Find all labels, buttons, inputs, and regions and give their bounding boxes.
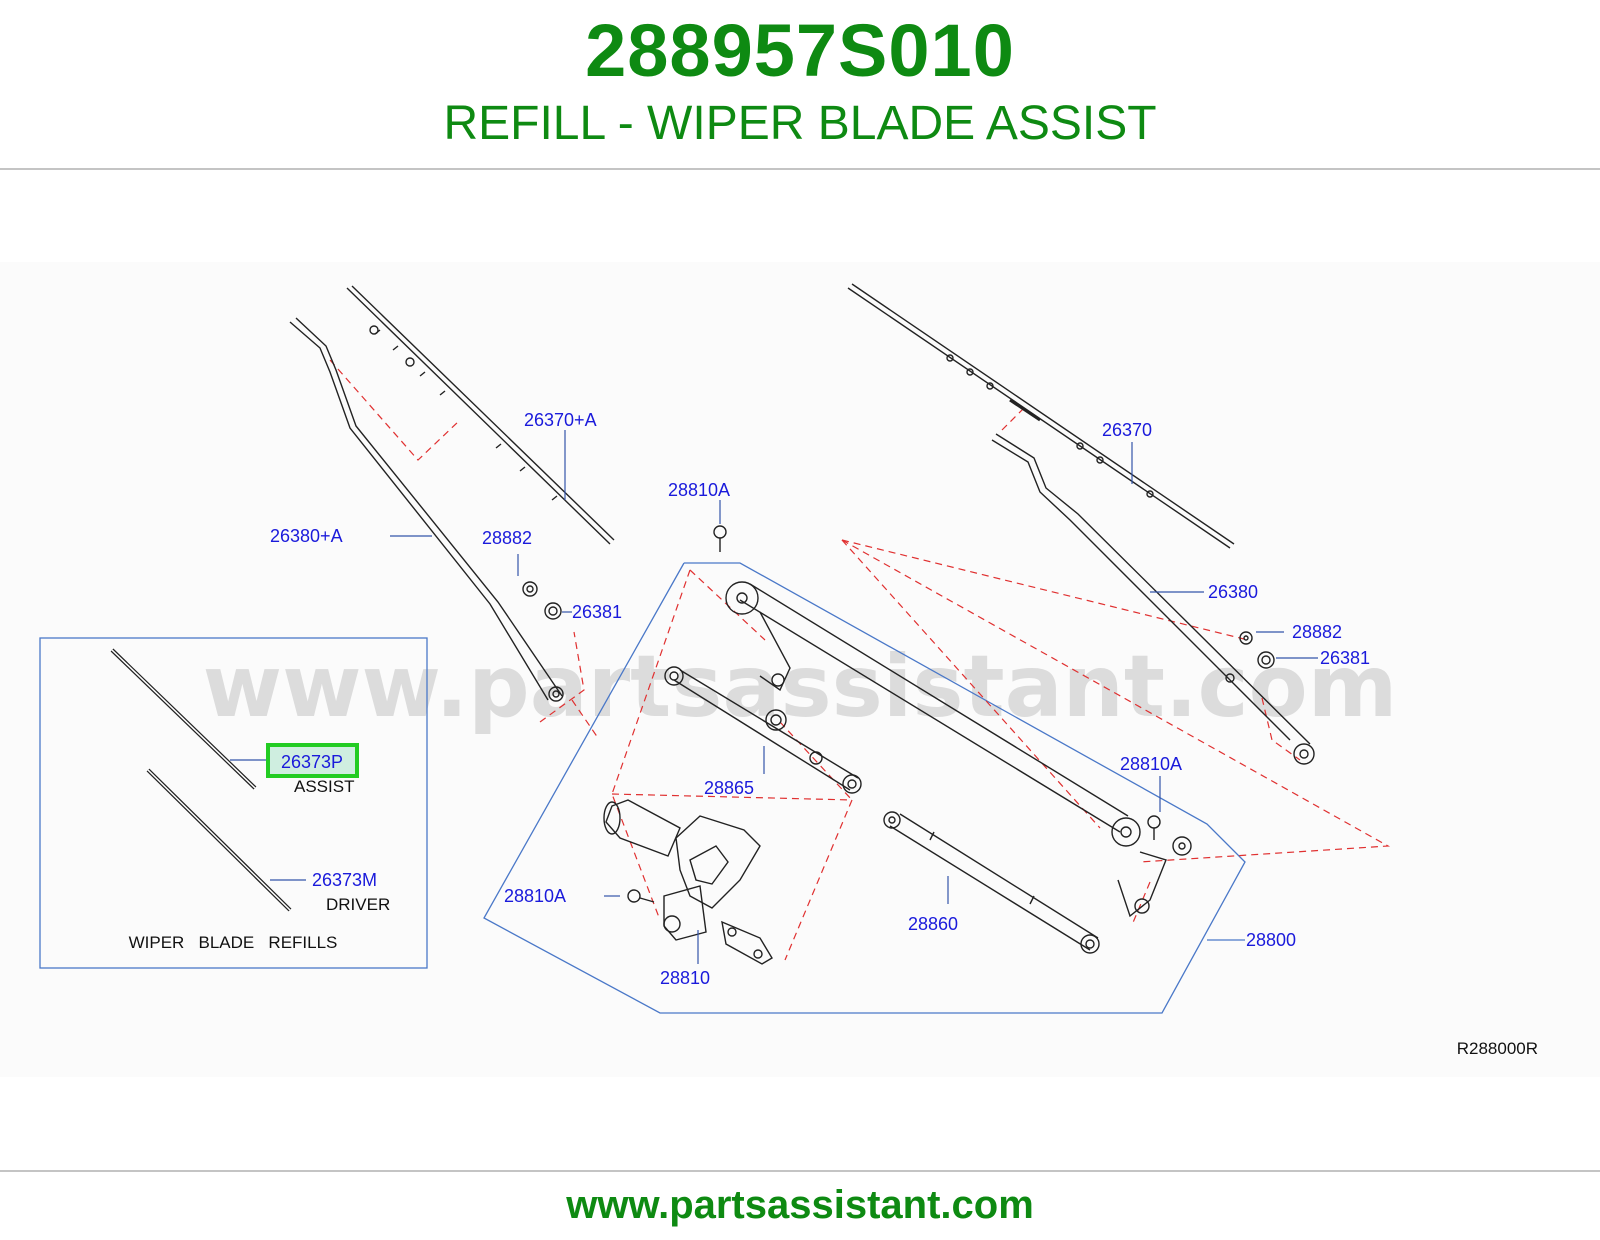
callout-26373p[interactable]: 26373P [281,752,343,772]
wiper-blade-right [847,283,1235,549]
callout-28810a-top: 28810A [668,480,730,500]
inset-caption: WIPER BLADE REFILLS [129,933,338,952]
part-description: REFILL - WIPER BLADE ASSIST [443,97,1157,150]
callout-28810: 28810 [660,968,710,988]
wiper-blade-left [346,285,615,545]
page-header: 288957S010 REFILL - WIPER BLADE ASSIST [0,0,1600,168]
header-divider [0,168,1600,170]
footer-divider [0,1170,1600,1172]
wiper-motor [603,799,773,965]
assist-label: ASSIST [294,777,354,796]
diagram-canvas: www.partsassistant.com [39,283,1538,1058]
link-rod-28860 [883,811,1100,954]
link-rod-28865 [664,666,862,794]
callout-28800: 28800 [1246,930,1296,950]
callout-leaders [230,430,1318,964]
wiper-arm-left [289,317,564,702]
callout-26380: 26380 [1208,582,1258,602]
callout-26370-a: 26370+A [524,410,597,430]
callout-28882-right: 28882 [1292,622,1342,642]
assembly-outline [483,562,1246,1014]
callout-26370: 26370 [1102,420,1152,440]
wiper-arm-right [991,433,1315,765]
driver-label: DRIVER [326,895,390,914]
fasteners [522,525,1275,903]
callout-26380-a: 26380+A [270,526,343,546]
callout-28810a-left: 28810A [504,886,566,906]
diagram-reference-code: R288000R [1457,1039,1538,1058]
phantom-lines [329,359,1391,961]
callout-26373m: 26373M [312,870,377,890]
watermark-text: www.partsassistant.com [203,637,1398,737]
footer-website-link[interactable]: www.partsassistant.com [566,1183,1034,1227]
callout-28865: 28865 [704,778,754,798]
callout-26381-left: 26381 [572,602,622,622]
wiper-linkage [725,581,1192,918]
highlighted-part-box[interactable] [266,743,359,778]
callout-28810a-right: 28810A [1120,754,1182,774]
callout-26381-right: 26381 [1320,648,1370,668]
callout-28860: 28860 [908,914,958,934]
refills-inset: 26373P ASSIST 26373M DRIVER WIPER BLADE … [39,637,428,969]
part-number-title: 288957S010 [585,9,1015,92]
callout-28882-left: 28882 [482,528,532,548]
parts-diagram: www.partsassistant.com [0,262,1600,1077]
